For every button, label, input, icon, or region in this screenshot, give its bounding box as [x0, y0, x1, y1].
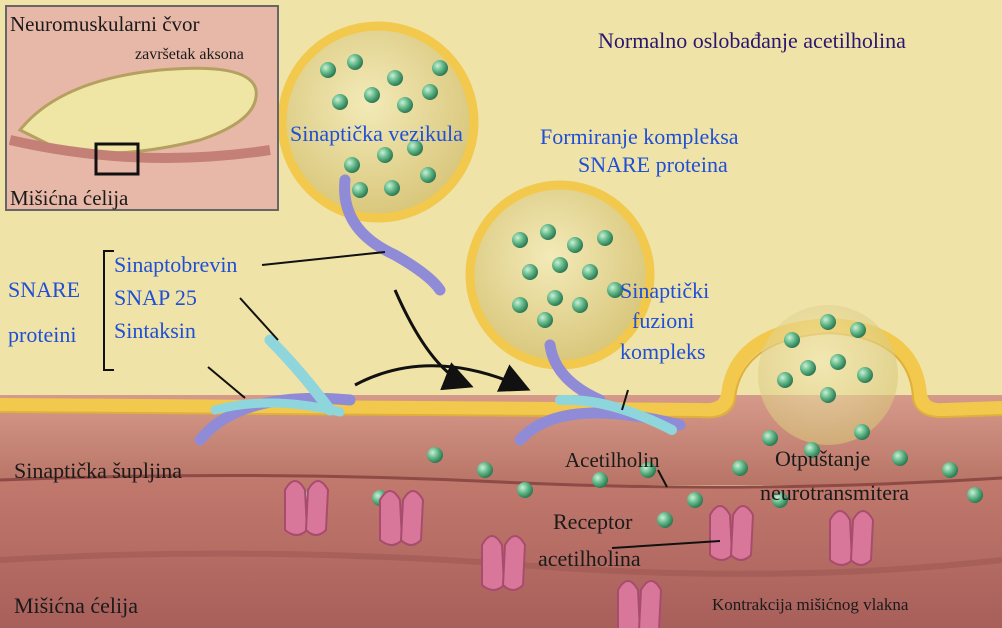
acetylcholine-label: Acetilholin — [565, 450, 659, 471]
fusion-complex-label-line1: Sinaptički — [620, 280, 709, 302]
receptor-label-line1: Receptor — [553, 511, 632, 533]
synaptobrevin-label: Sinaptobrevin — [114, 254, 237, 276]
process-arrow-1 — [395, 290, 468, 385]
process-arrow-2 — [355, 366, 525, 388]
synaptic-vesicle-2 — [470, 185, 650, 365]
fusion-complex-label-line3: kompleks — [620, 341, 706, 363]
receptor-label-line2: acetilholina — [538, 548, 641, 570]
axon-terminal-label: završetak aksona — [135, 47, 244, 63]
contraction-label: Kontrakcija mišićnog vlakna — [712, 596, 908, 613]
snare-formation-label-line1: Formiranje kompleksa — [540, 126, 739, 148]
release-label-line1: Otpuštanje — [775, 448, 870, 470]
syntaxin-label: Sintaksin — [114, 320, 196, 342]
snap25-label: SNAP 25 — [114, 287, 197, 309]
snare-group-label-line1: SNARE — [8, 279, 80, 301]
diagram-title: Normalno oslobađanje acetilholina — [598, 30, 906, 52]
release-label-line2: neurotransmitera — [760, 482, 909, 504]
synaptic-cleft-label: Sinaptička šupljina — [14, 460, 182, 482]
fusion-complex-label-line2: fuzioni — [632, 310, 694, 332]
inset-panel — [6, 6, 278, 210]
snare-group-label-line2: proteini — [8, 324, 76, 346]
inset-title: Neuromuskularni čvor — [10, 14, 200, 35]
snare-formation-label-line2: SNARE proteina — [578, 154, 728, 176]
inset-muscle-cell-label: Mišićna ćelija — [10, 188, 128, 209]
synaptic-vesicle-label: Sinaptička vezikula — [290, 123, 463, 145]
muscle-cell-label: Mišićna ćelija — [14, 595, 138, 617]
